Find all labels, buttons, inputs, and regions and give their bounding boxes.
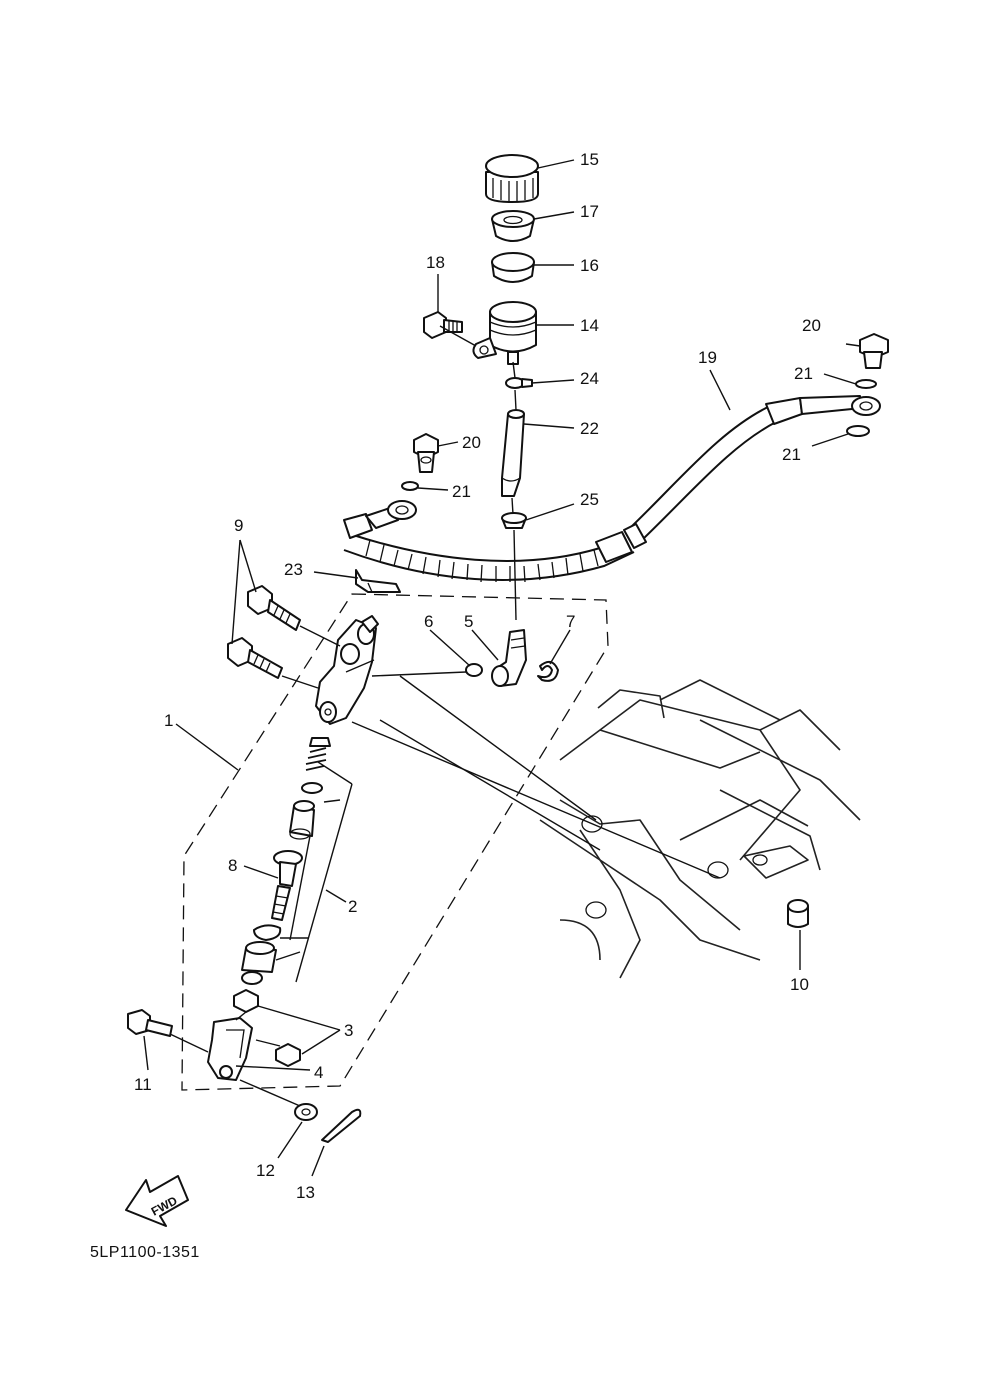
callout-leaders [143, 159, 861, 1177]
gasket-part-21-right-lower [846, 425, 870, 437]
push-rod-part-8 [271, 850, 303, 921]
spring-part-2 [305, 737, 331, 771]
gasket-part-21-right-upper [855, 379, 877, 389]
assembly-outline-part-1 [181, 593, 609, 1091]
hose-clamp-part-24 [505, 377, 533, 389]
fwd-arrow-icon: FWD [125, 1175, 189, 1227]
callout-24: 24 [580, 369, 599, 388]
pin-part-11 [127, 1009, 173, 1037]
alignment-lines [169, 325, 721, 1107]
callout-14: 14 [580, 316, 599, 335]
callout-2: 2 [348, 897, 357, 916]
gasket-part-21-left [401, 481, 419, 491]
callout-22: 22 [580, 419, 599, 438]
callout-4: 4 [314, 1063, 323, 1082]
reservoir-hose-part-22 [501, 409, 525, 497]
callout-20-right: 20 [802, 316, 821, 335]
callout-21-right-upper: 21 [794, 364, 813, 383]
callout-10: 10 [790, 975, 809, 994]
union-bolt-part-20-right [859, 333, 889, 369]
grommet-part-10 [787, 899, 809, 928]
callout-20-left: 20 [462, 433, 481, 452]
brake-hose-part-19 [343, 395, 881, 583]
hose-joint-part-5 [491, 629, 527, 687]
callout-19: 19 [698, 348, 717, 367]
boot-ring-part-2 [241, 971, 263, 985]
reservoir-tank-part-14 [472, 301, 537, 365]
washer-part-12 [294, 1103, 318, 1121]
callout-23: 23 [284, 560, 303, 579]
cotter-pin-part-13 [321, 1108, 362, 1143]
callout-7: 7 [566, 612, 575, 631]
circlip-part-7 [537, 660, 559, 682]
diaphragm-part-16 [491, 252, 535, 283]
bolt-part-9-upper [247, 585, 301, 631]
diagram-code: 5LP1100-1351 [90, 1244, 200, 1261]
callout-25: 25 [580, 490, 599, 509]
boot-part-2 [241, 941, 277, 973]
union-bolt-part-20-left [413, 433, 439, 473]
circlip-part-2 [253, 924, 282, 941]
bolt-part-9-lower [227, 637, 283, 679]
callout-18: 18 [426, 253, 445, 272]
callout-3: 3 [344, 1021, 353, 1040]
callout-9: 9 [234, 516, 243, 535]
callout-12: 12 [256, 1161, 275, 1180]
frame-section [539, 679, 861, 979]
callout-17: 17 [580, 202, 599, 221]
hose-guide-part-23 [355, 569, 401, 593]
diaphragm-plate-part-17 [491, 210, 535, 242]
callout-15: 15 [580, 150, 599, 169]
callout-21-left: 21 [452, 482, 471, 501]
hose-clamp-part-25 [501, 512, 527, 529]
callout-16: 16 [580, 256, 599, 275]
o-ring-part-6 [465, 663, 483, 677]
master-cylinder-body [315, 615, 379, 725]
nut-part-3-upper [233, 989, 259, 1013]
callout-11: 11 [134, 1075, 152, 1094]
nut-part-3-lower [275, 1043, 301, 1067]
callout-13: 13 [296, 1183, 315, 1202]
callout-1: 1 [164, 711, 173, 730]
reservoir-cap-part-15 [485, 154, 539, 203]
clevis-part-4 [207, 1017, 253, 1081]
callout-6: 6 [424, 612, 433, 631]
piston-part-2 [289, 800, 315, 840]
callout-5: 5 [464, 612, 473, 631]
bolt-part-18 [423, 311, 463, 339]
callout-21-right-lower: 21 [782, 445, 801, 464]
seal-part-2 [301, 782, 323, 794]
callout-labels: 15 17 16 18 14 24 22 20 21 25 19 20 21 2… [134, 150, 821, 1202]
callout-8: 8 [228, 856, 237, 875]
